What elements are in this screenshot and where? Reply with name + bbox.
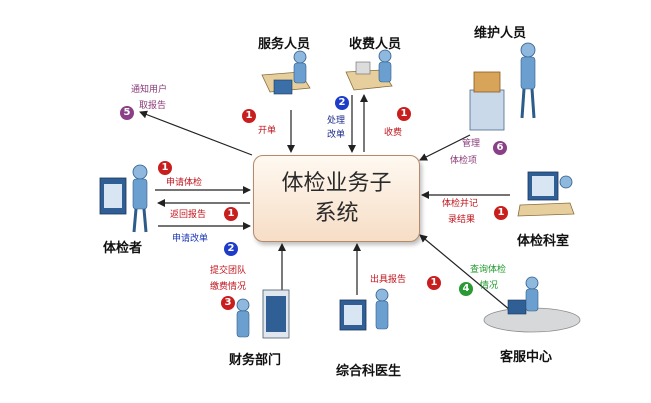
actor-service-staff: 服务人员 xyxy=(258,37,311,52)
doctor-figure xyxy=(339,288,389,331)
core-subsystem-box: 体检业务子系统 xyxy=(253,155,420,242)
label-exam-record: 体检并记 xyxy=(442,199,479,209)
actor-finance: 财务部门 xyxy=(229,353,282,368)
service-staff-figure xyxy=(261,50,311,95)
arrow-core-to-notify xyxy=(139,110,253,156)
step-badge-4: 4 xyxy=(459,282,473,296)
exam-dept-figure xyxy=(517,171,575,217)
step-badge-2-modify: 2 xyxy=(224,242,238,256)
label-submit-team: 提交团队 xyxy=(210,266,247,276)
actor-customer-service: 客服中心 xyxy=(500,350,553,365)
step-badge-1-record: 1 xyxy=(494,206,508,220)
label-apply-modify: 申请改单 xyxy=(172,234,209,244)
step-badge-2-process: 2 xyxy=(335,96,349,110)
cashier-figure xyxy=(345,49,393,91)
finance-figure xyxy=(236,289,290,339)
arrow-core-to-service-center xyxy=(419,234,511,311)
step-badge-5: 5 xyxy=(120,106,134,120)
actor-cashier: 收费人员 xyxy=(349,37,402,52)
core-subsystem-title: 体检业务子系统 xyxy=(281,170,392,226)
step-badge-3: 3 xyxy=(221,296,235,310)
label-charge: 收费 xyxy=(384,128,403,138)
connector-arrows xyxy=(139,94,511,311)
label-status: 情况 xyxy=(480,281,499,291)
step-badge-1-issue: 1 xyxy=(427,276,441,290)
actor-exam-dept: 体检科室 xyxy=(517,234,570,249)
label-open-order: 开单 xyxy=(258,126,277,136)
label-record-result: 录结果 xyxy=(448,215,476,225)
label-return-report: 返回报告 xyxy=(170,210,207,220)
label-exam-items: 体检项 xyxy=(450,156,478,166)
label-modify-order: 改单 xyxy=(327,130,346,140)
step-badge-1-open: 1 xyxy=(242,109,256,123)
label-process: 处理 xyxy=(327,116,346,126)
step-badge-1-charge: 1 xyxy=(397,107,411,121)
maintenance-figure xyxy=(469,42,536,131)
arrow-maintenance-to-core xyxy=(419,134,471,161)
label-issue-report: 出具报告 xyxy=(370,275,407,285)
label-query-exam: 查询体检 xyxy=(470,265,507,275)
label-fetch-report: 取报告 xyxy=(139,101,167,111)
actor-examinee: 体检者 xyxy=(103,241,143,256)
step-badge-6: 6 xyxy=(493,141,507,155)
label-apply-exam: 申请体检 xyxy=(166,178,203,188)
label-payment-status: 缴费情况 xyxy=(210,282,247,292)
examinee-figure xyxy=(99,164,148,233)
actor-maintenance: 维护人员 xyxy=(474,26,527,41)
label-manage: 管理 xyxy=(462,139,481,149)
customer-service-figure xyxy=(483,276,581,333)
step-badge-1-apply: 1 xyxy=(158,161,172,175)
step-badge-1-return: 1 xyxy=(224,207,238,221)
label-notify: 通知用户 xyxy=(131,85,168,95)
actor-general-doctor: 综合科医生 xyxy=(336,364,402,379)
